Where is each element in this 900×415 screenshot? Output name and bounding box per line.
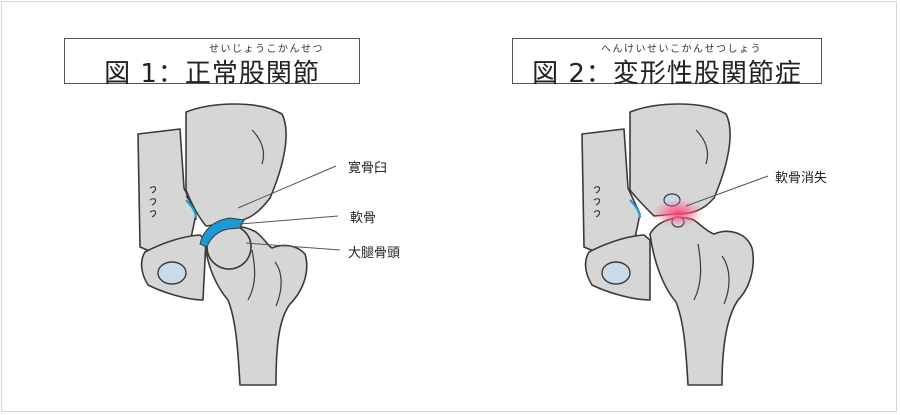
label-femoral-head: 大腿骨頭 xyxy=(348,246,401,261)
figure-2-ruby: へんけいせいこかんせつしょう xyxy=(601,44,762,55)
label-cartilage-loss: 軟骨消失 xyxy=(775,171,828,186)
leader-acetabulum xyxy=(237,165,337,209)
cartilage-loss-highlight xyxy=(652,199,704,227)
figure-1-ruby: せいじょうこかんせつ xyxy=(209,44,324,55)
cartilage-arc xyxy=(199,217,245,248)
leader-femoral-head xyxy=(245,242,341,251)
arthritic-hip-illustration xyxy=(581,103,769,386)
label-cartilage: 軟骨 xyxy=(350,211,377,226)
figure-2-panel: へんけいせいこかんせつしょう 図 2：変形性股関節症 xyxy=(450,0,900,415)
figure-1-title-box: せいじょうこかんせつ 図 1：正常股関節 xyxy=(64,38,360,89)
figure-1-panel: せいじょうこかんせつ 図 1：正常股関節 xyxy=(64,38,401,386)
figure-2-title-box: へんけいせいこかんせつしょう 図 2：変形性股関節症 xyxy=(512,38,822,89)
femur xyxy=(649,216,754,386)
normal-hip-illustration xyxy=(137,103,341,386)
obturator-foramen xyxy=(157,261,187,285)
label-acetabulum: 寛骨臼 xyxy=(348,161,388,176)
ilium xyxy=(629,103,731,217)
leader-cartilage xyxy=(239,215,339,225)
figure-2-title: 図 2：変形性股関節症 xyxy=(532,59,802,89)
figure-1-title: 図 1：正常股関節 xyxy=(104,59,320,89)
ilium xyxy=(185,103,287,227)
obturator-foramen xyxy=(601,261,631,285)
leader-cartilage-loss xyxy=(685,175,769,207)
